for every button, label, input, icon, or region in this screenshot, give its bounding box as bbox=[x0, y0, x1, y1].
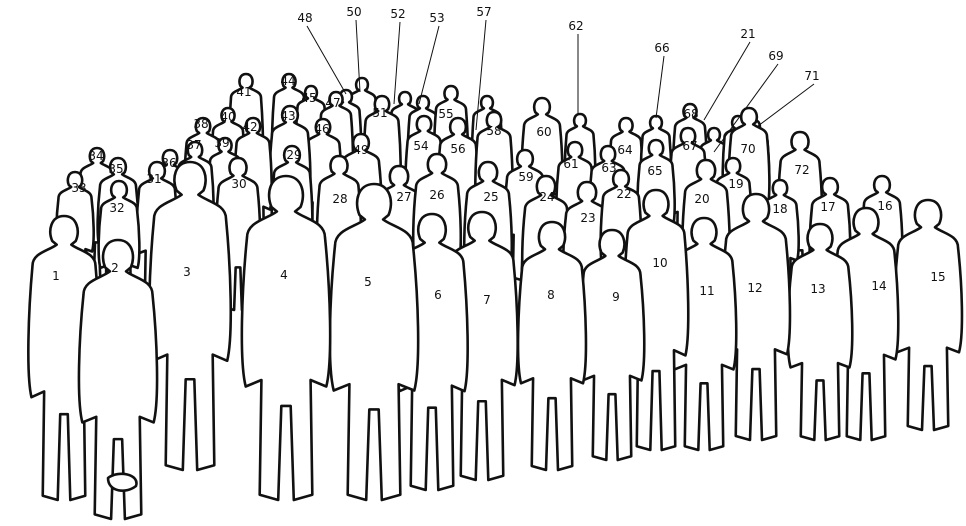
figure-label-54: 54 bbox=[413, 139, 428, 153]
figure-label-26: 26 bbox=[429, 188, 444, 202]
figure-label-7: 7 bbox=[483, 293, 491, 307]
figure-label-24: 24 bbox=[539, 190, 554, 204]
figure-label-2: 2 bbox=[111, 261, 119, 275]
figure-label-25: 25 bbox=[483, 190, 498, 204]
figure-label-28: 28 bbox=[332, 192, 347, 206]
figure-label-34: 34 bbox=[88, 149, 103, 163]
figure-label-21: 21 bbox=[740, 27, 755, 41]
figure-label-65: 65 bbox=[647, 164, 662, 178]
figure-label-58: 58 bbox=[486, 124, 501, 138]
figure-label-48: 48 bbox=[297, 11, 312, 25]
leader-line-52 bbox=[394, 22, 400, 104]
figure-label-44: 44 bbox=[280, 74, 295, 88]
figure-label-1: 1 bbox=[52, 269, 60, 283]
figure-label-17: 17 bbox=[820, 200, 835, 214]
figure-label-55: 55 bbox=[438, 107, 453, 121]
figure-label-8: 8 bbox=[547, 288, 555, 302]
figure-label-36: 36 bbox=[161, 156, 176, 170]
figure-label-30: 30 bbox=[231, 177, 246, 191]
figure-label-37: 37 bbox=[186, 138, 201, 152]
figure-label-61: 61 bbox=[563, 157, 578, 171]
figure-label-42: 42 bbox=[242, 120, 257, 134]
figure-label-64: 64 bbox=[617, 143, 632, 157]
figure-label-62: 62 bbox=[568, 19, 583, 33]
figure-label-72: 72 bbox=[794, 163, 809, 177]
figure-label-46: 46 bbox=[314, 122, 329, 136]
figure-label-29: 29 bbox=[286, 148, 301, 162]
figure-label-49: 49 bbox=[353, 143, 368, 157]
figure-label-27: 27 bbox=[396, 190, 411, 204]
person-figure-8 bbox=[518, 222, 586, 470]
figure-label-59: 59 bbox=[518, 170, 533, 184]
person-figure-4 bbox=[242, 176, 330, 500]
figure-label-57: 57 bbox=[476, 5, 491, 19]
figure-label-52: 52 bbox=[390, 7, 405, 21]
leader-line-48 bbox=[307, 26, 346, 94]
figure-label-56: 56 bbox=[450, 142, 465, 156]
figure-label-11: 11 bbox=[699, 284, 714, 298]
figure-label-66: 66 bbox=[654, 41, 669, 55]
figure-label-10: 10 bbox=[652, 256, 667, 270]
figure-label-68: 68 bbox=[683, 107, 698, 121]
figure-label-67: 67 bbox=[682, 139, 697, 153]
figure-label-19: 19 bbox=[728, 177, 743, 191]
figure-label-23: 23 bbox=[580, 211, 595, 225]
figure-label-51: 51 bbox=[372, 106, 387, 120]
leader-line-21 bbox=[704, 42, 750, 120]
figure-label-12: 12 bbox=[747, 281, 762, 295]
figure-label-18: 18 bbox=[772, 202, 787, 216]
figure-label-70: 70 bbox=[740, 142, 755, 156]
figure-label-41: 41 bbox=[236, 85, 251, 99]
figure-label-20: 20 bbox=[694, 192, 709, 206]
figure-label-9: 9 bbox=[612, 290, 620, 304]
figure-label-6: 6 bbox=[434, 288, 442, 302]
leader-line-66 bbox=[656, 56, 664, 118]
figure-label-63: 63 bbox=[601, 161, 616, 175]
figure-label-40: 40 bbox=[220, 110, 235, 124]
person-figure-5 bbox=[330, 184, 418, 500]
figure-label-14: 14 bbox=[871, 279, 886, 293]
figure-label-5: 5 bbox=[364, 275, 372, 289]
figure-label-3: 3 bbox=[183, 265, 191, 279]
figure-label-31: 31 bbox=[146, 172, 161, 186]
figure-label-60: 60 bbox=[536, 125, 551, 139]
figure-2-hand-detail bbox=[108, 474, 136, 491]
figure-label-47: 47 bbox=[325, 96, 340, 110]
figure-label-38: 38 bbox=[193, 117, 208, 131]
figure-label-33: 33 bbox=[71, 181, 86, 195]
person-figure-9 bbox=[580, 230, 645, 460]
figure-label-71: 71 bbox=[804, 69, 819, 83]
figure-label-39: 39 bbox=[214, 136, 229, 150]
figure-label-16: 16 bbox=[877, 199, 892, 213]
figure-label-32: 32 bbox=[109, 201, 124, 215]
figure-label-13: 13 bbox=[810, 282, 825, 296]
leader-line-71 bbox=[758, 84, 814, 126]
figure-label-45: 45 bbox=[301, 91, 316, 105]
figure-label-4: 4 bbox=[280, 268, 288, 282]
figures-layer bbox=[28, 74, 962, 519]
person-figure-15 bbox=[894, 200, 962, 430]
person-figure-3 bbox=[149, 162, 231, 470]
figure-label-50: 50 bbox=[346, 5, 361, 19]
leader-line-53 bbox=[419, 26, 439, 104]
figure-label-69: 69 bbox=[768, 49, 783, 63]
figure-label-22: 22 bbox=[616, 187, 631, 201]
figure-label-35: 35 bbox=[108, 162, 123, 176]
figure-label-53: 53 bbox=[429, 11, 444, 25]
figure-label-15: 15 bbox=[930, 270, 945, 284]
figure-label-43: 43 bbox=[280, 109, 295, 123]
